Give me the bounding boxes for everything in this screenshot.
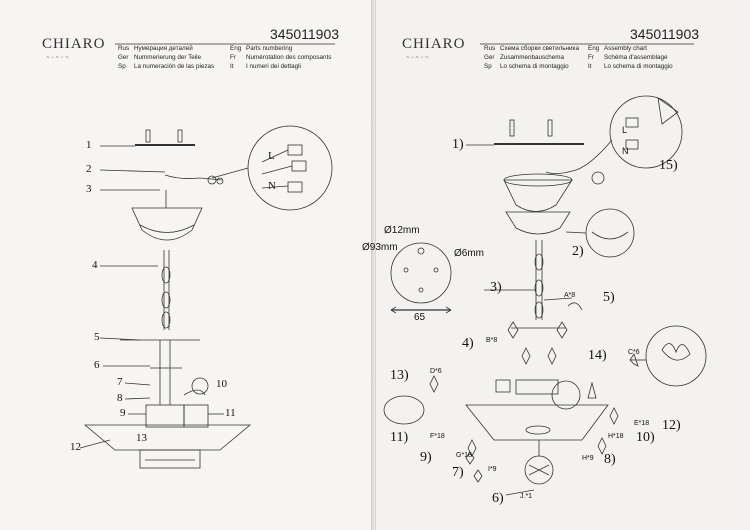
wire-label-l: L bbox=[268, 150, 275, 162]
step-1: 1) bbox=[452, 137, 464, 152]
step-11: 11) bbox=[390, 430, 409, 445]
dim-spacing: 65 bbox=[414, 312, 426, 323]
part-label-i: I*9 bbox=[488, 466, 497, 473]
product-code: 345011903 bbox=[270, 26, 340, 42]
step-5: 5) bbox=[603, 290, 615, 305]
part-label-j: J.*1 bbox=[520, 493, 533, 500]
callout-11: 11 bbox=[225, 407, 236, 419]
step-10: 10) bbox=[636, 430, 655, 445]
step-13: 13) bbox=[390, 368, 409, 383]
product-code: 345011903 bbox=[630, 26, 700, 42]
brand-logo: CHIARO bbox=[42, 36, 106, 52]
part-label-e: E*18 bbox=[634, 420, 650, 427]
step-14: 14) bbox=[588, 348, 607, 363]
step-3: 3) bbox=[490, 280, 502, 295]
logo-ornament: ~◦~◦~ bbox=[46, 55, 71, 61]
dim-screw: Ø6mm bbox=[454, 248, 484, 259]
callout-12: 12 bbox=[70, 441, 81, 453]
callout-4: 4 bbox=[92, 259, 98, 271]
callout-3: 3 bbox=[86, 183, 92, 195]
part-label-a: A*8 bbox=[564, 292, 576, 299]
part-label-b: B*8 bbox=[486, 337, 498, 344]
callout-1: 1 bbox=[86, 139, 92, 151]
callout-10: 10 bbox=[216, 378, 227, 390]
part-label-c: C*6 bbox=[628, 349, 640, 356]
part-label-h18: H*18 bbox=[608, 433, 624, 440]
part-label-h9: H*9 bbox=[582, 455, 594, 462]
step-12: 12) bbox=[662, 418, 681, 433]
callout-13: 13 bbox=[136, 432, 147, 444]
callout-9: 9 bbox=[120, 407, 126, 419]
wire-label-l: L bbox=[622, 125, 628, 135]
step-15: 15) bbox=[659, 158, 678, 173]
callout-5: 5 bbox=[94, 331, 100, 343]
step-4: 4) bbox=[462, 336, 474, 351]
step-2: 2) bbox=[572, 244, 584, 259]
part-label-g: G*18 bbox=[456, 452, 472, 459]
callout-7: 7 bbox=[117, 376, 123, 388]
wire-label-n: N bbox=[622, 146, 629, 156]
page-fold bbox=[371, 0, 377, 530]
callout-2: 2 bbox=[86, 163, 92, 175]
step-7: 7) bbox=[452, 465, 464, 480]
dim-plate: Ø93mm bbox=[362, 242, 398, 253]
dim-hole: Ø12mm bbox=[384, 225, 420, 236]
part-label-f: F*18 bbox=[430, 433, 445, 440]
step-6: 6) bbox=[492, 491, 504, 506]
step-9: 9) bbox=[420, 450, 432, 465]
callout-8: 8 bbox=[117, 392, 123, 404]
callout-6: 6 bbox=[94, 359, 100, 371]
step-8: 8) bbox=[604, 452, 616, 467]
brand-logo: CHIARO bbox=[402, 36, 466, 52]
assembly-diagram bbox=[383, 43, 707, 496]
logo-ornament: ~◦~◦~ bbox=[406, 55, 431, 61]
wire-label-n: N bbox=[268, 180, 276, 192]
part-label-d: D*6 bbox=[430, 368, 442, 375]
parts-diagram bbox=[79, 43, 335, 469]
